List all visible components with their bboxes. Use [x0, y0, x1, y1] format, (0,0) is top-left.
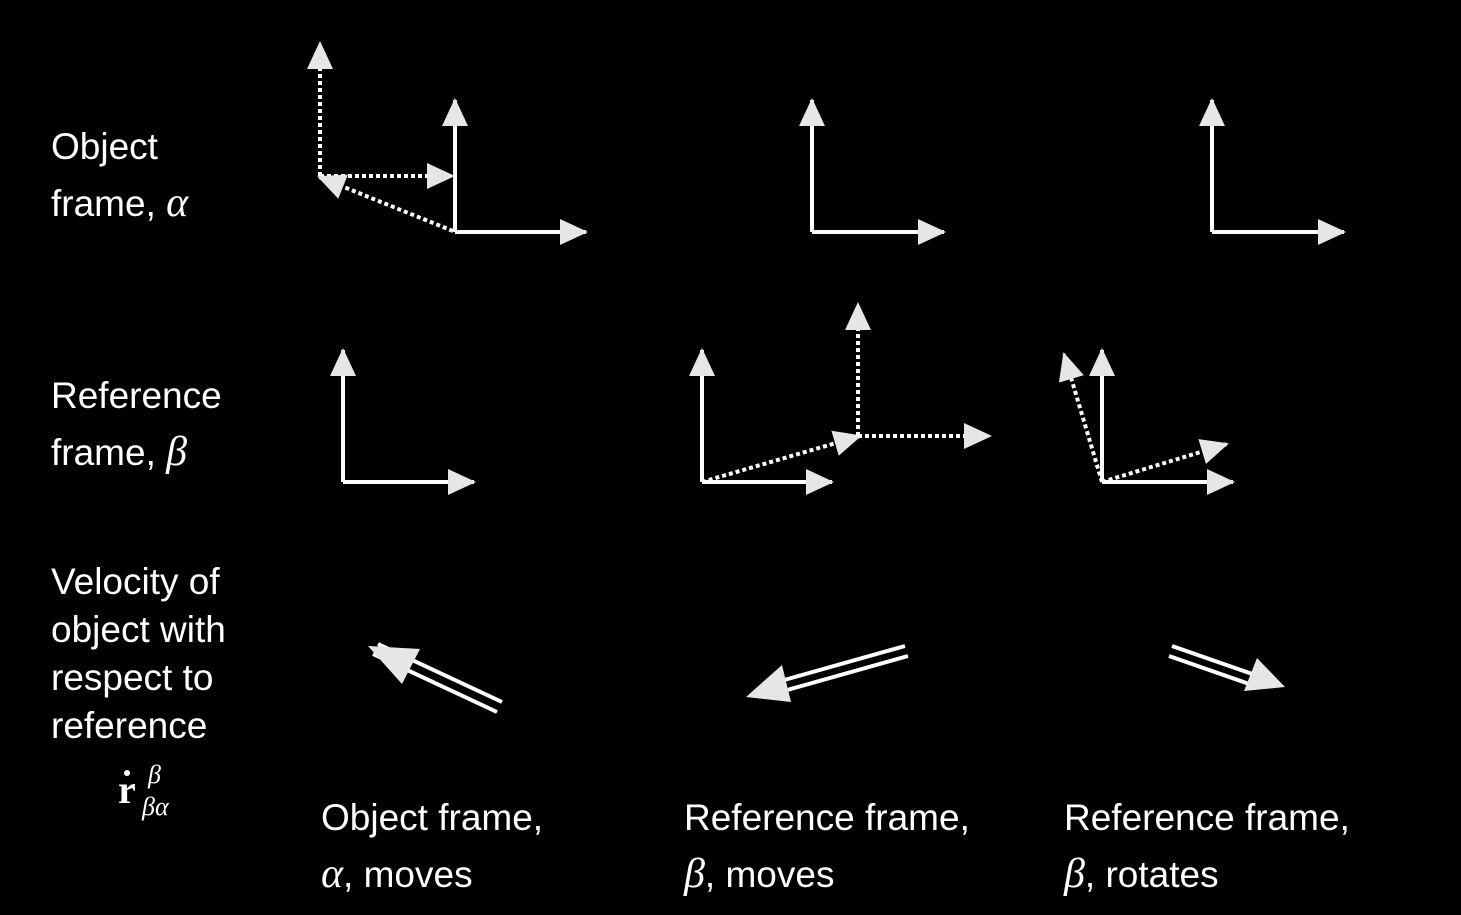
velocity-arrow-col2-line-b: [772, 654, 909, 696]
velocity-label-line4: reference: [51, 705, 208, 746]
velocity-arrow-col1: [368, 642, 503, 714]
object-frame-label: Object frame, α: [51, 118, 188, 232]
object-frame-col3: [1199, 98, 1346, 245]
reference-frame-col3-rotated-x-axis: [1101, 439, 1229, 484]
velocity-arrow-col1-head: [368, 646, 420, 684]
velocity-symbol-dot: [124, 770, 130, 776]
velocity-arrow-col3: [1168, 644, 1285, 691]
column-caption-2-line2: β, moves: [684, 851, 835, 897]
velocity-symbol-sup: β: [148, 760, 161, 789]
column-caption-1-line2: α, moves: [321, 851, 473, 897]
velocity-label-line2: object with: [51, 609, 226, 650]
beta-symbol: β: [684, 851, 705, 897]
column-caption-1: Object frame, α, moves: [321, 789, 543, 903]
reference-frame-label-line2: frame, β: [51, 429, 188, 475]
column-caption-2-line1: Reference frame,: [684, 797, 970, 838]
column-caption-2: Reference frame, β, moves: [684, 789, 970, 903]
velocity-symbol: r β βα: [118, 760, 188, 828]
velocity-arrow-col3-line-b: [1168, 654, 1256, 688]
beta-symbol: β: [1064, 851, 1085, 897]
velocity-arrow-col2: [746, 644, 909, 702]
reference-frame-label: Reference frame, β: [51, 367, 222, 481]
velocity-arrow-col3-line-a: [1171, 644, 1259, 678]
reference-frame-col3-rotated-y-axis: [1058, 352, 1104, 483]
velocity-arrow-col2-head: [746, 665, 791, 702]
column-caption-3: Reference frame, β, rotates: [1064, 789, 1350, 903]
velocity-label: Velocity of object with respect to refer…: [51, 558, 226, 750]
alpha-symbol: α: [321, 851, 344, 897]
column-caption-1-line1: Object frame,: [321, 797, 544, 838]
velocity-label-line1: Velocity of: [51, 561, 220, 602]
reference-frame-col2-displacement: [701, 430, 862, 484]
reference-frame-col1: [330, 348, 476, 495]
velocity-symbol-base: r: [118, 767, 136, 812]
velocity-arrow-col3-head: [1244, 658, 1285, 691]
object-frame-col2: [799, 98, 946, 245]
object-frame-label-line2: frame, α: [51, 180, 189, 226]
reference-frame-col3: [1058, 348, 1235, 495]
alpha-symbol: α: [166, 180, 189, 226]
object-frame-col1-displacement: [317, 174, 454, 233]
column-caption-3-line2: β, rotates: [1064, 851, 1219, 897]
velocity-symbol-sub: βα: [142, 792, 169, 821]
object-frame-label-line1: Object: [51, 126, 158, 167]
column-caption-3-line1: Reference frame,: [1064, 797, 1350, 838]
velocity-label-line3: respect to: [51, 657, 214, 698]
velocity-arrow-col2-line-a: [769, 644, 906, 686]
reference-frame-col2: [689, 302, 992, 495]
beta-symbol: β: [166, 429, 188, 475]
object-frame-col1: [307, 41, 588, 245]
reference-frame-label-line1: Reference: [51, 375, 222, 416]
